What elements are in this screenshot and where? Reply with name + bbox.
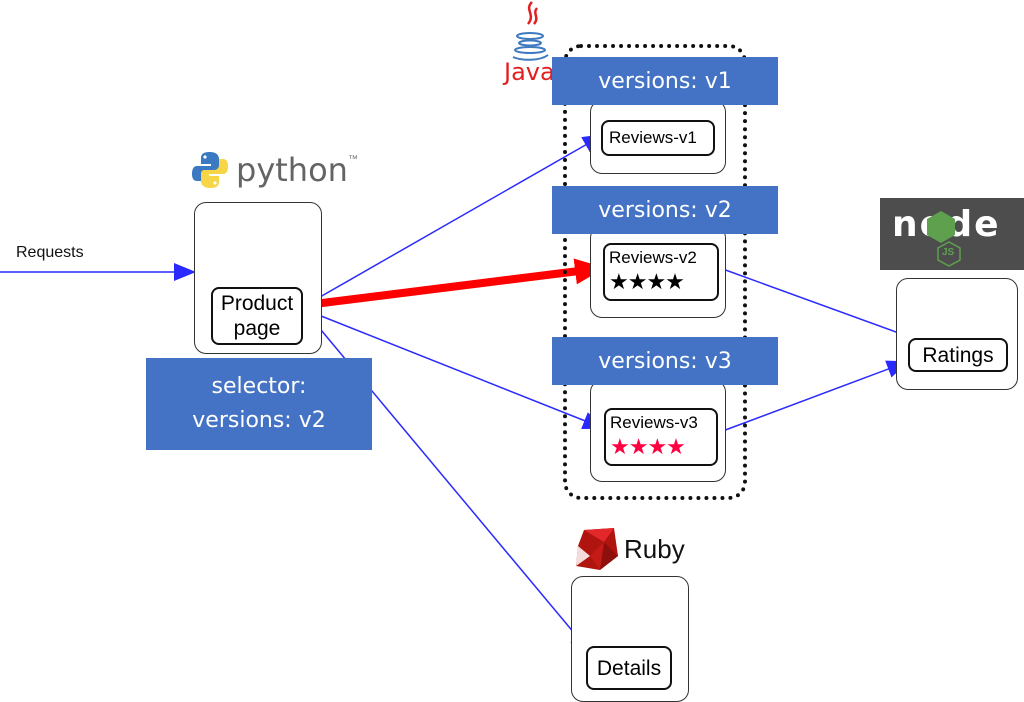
details-label: Details	[596, 657, 662, 680]
wire-reviews-v2-ratings	[719, 267, 920, 342]
reviews-v1-service[interactable]: Reviews-v1	[601, 120, 715, 156]
reviews-v2-stars: ★★★★	[609, 269, 685, 294]
reviews-v1-label: Reviews-v1	[609, 128, 697, 147]
ratings-service[interactable]: Ratings	[908, 338, 1008, 372]
selector-label: selector: versions: v2	[146, 358, 372, 450]
ratings-label: Ratings	[922, 344, 994, 367]
java-logo: Java	[504, 0, 555, 92]
ruby-gem-icon	[576, 528, 618, 570]
nodejs-logo: node JS	[880, 198, 1024, 270]
wire-productpage-reviews-v1	[305, 134, 605, 306]
requests-label: Requests	[16, 244, 84, 261]
java-logo-text: Java	[504, 58, 555, 86]
wire-productpage-reviews-v3	[305, 309, 605, 429]
reviews-v3-label: Reviews-v3	[610, 413, 698, 432]
details-service[interactable]: Details	[586, 646, 672, 690]
python-tm: ™	[347, 154, 358, 165]
python-logo: python ™	[192, 150, 358, 190]
reviews-service-group	[563, 44, 747, 500]
version-label-v1: versions: v1	[552, 57, 778, 105]
ruby-logo-text: Ruby	[624, 533, 685, 564]
productpage-service[interactable]: Product page	[211, 287, 303, 345]
productpage-label-line1: Product	[220, 292, 294, 315]
wire-reviews-v3-ratings	[719, 360, 909, 433]
nodejs-hexagon-icon	[927, 211, 955, 243]
reviews-v2-service[interactable]: Reviews-v2 ★★★★	[603, 243, 719, 301]
python-logo-text: python	[236, 151, 348, 189]
selector-label-line1: selector:	[211, 374, 307, 399]
wire-productpage-reviews-v2-active	[305, 258, 605, 309]
reviews-v3-service[interactable]: Reviews-v3 ★★★★	[604, 408, 718, 466]
ruby-logo: Ruby	[574, 524, 685, 574]
productpage-label-line2: page	[233, 317, 281, 340]
reviews-v3-stars: ★★★★	[610, 434, 686, 459]
reviews-v2-label: Reviews-v2	[609, 248, 697, 267]
python-icon	[192, 152, 228, 188]
nodejs-js-badge-icon	[937, 241, 961, 267]
nodejs-js-text: JS	[942, 247, 955, 258]
ratings-pod	[896, 278, 1018, 390]
java-cup-icon	[512, 1, 549, 61]
version-label-v3: versions: v3	[552, 337, 778, 385]
version-label-v2: versions: v2	[552, 186, 778, 234]
selector-label-line2: versions: v2	[192, 408, 326, 433]
